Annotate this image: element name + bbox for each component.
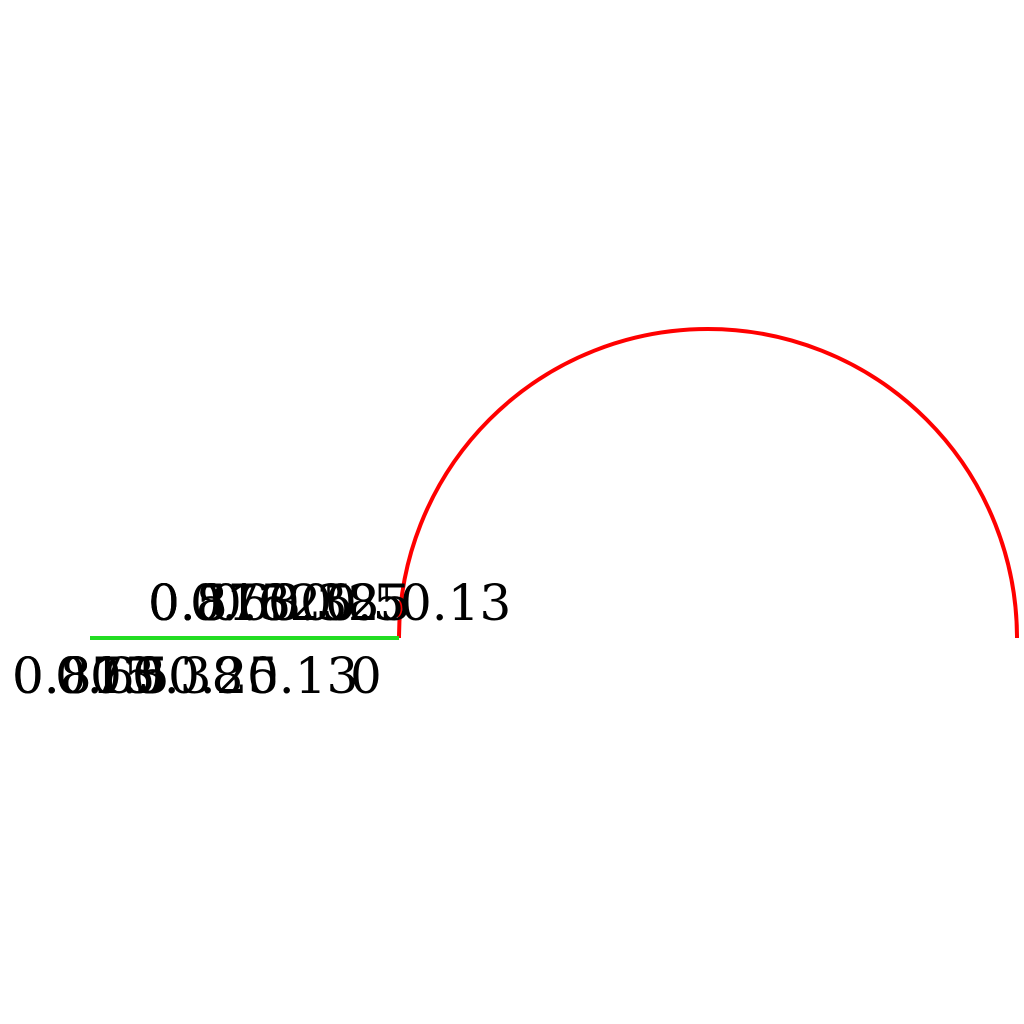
top-label: 0.38	[268, 574, 379, 632]
bottom-label: 0	[350, 647, 382, 705]
top-label: 0.13	[400, 574, 511, 632]
bottom-label: 0.63	[55, 647, 166, 705]
bottom-label: 0.25	[168, 647, 279, 705]
bottom-label-group: 0.875 0.813 0.63 0.5 0.38 0.25 0.13 0	[12, 647, 382, 705]
top-label: 0.63	[190, 574, 301, 632]
top-label: 0.5	[148, 574, 228, 632]
bottom-label: 0.38	[132, 647, 243, 705]
bottom-label: 0.813	[12, 647, 155, 705]
top-label: 0.625	[210, 574, 353, 632]
bottom-label: 0.13	[247, 647, 358, 705]
bottom-label: 0.5	[90, 647, 170, 705]
top-label: 0.25	[300, 574, 411, 632]
top-label: 0.5	[325, 574, 405, 632]
bottom-label: 0.875	[12, 647, 155, 705]
top-label: 0.875	[148, 574, 291, 632]
top-label: 0.813	[148, 574, 291, 632]
top-label-group: 0.5 0.875 0.813 0.63 0.625 0.38 0.25 0.5…	[148, 574, 511, 632]
semicircle-arc	[397, 327, 1019, 639]
